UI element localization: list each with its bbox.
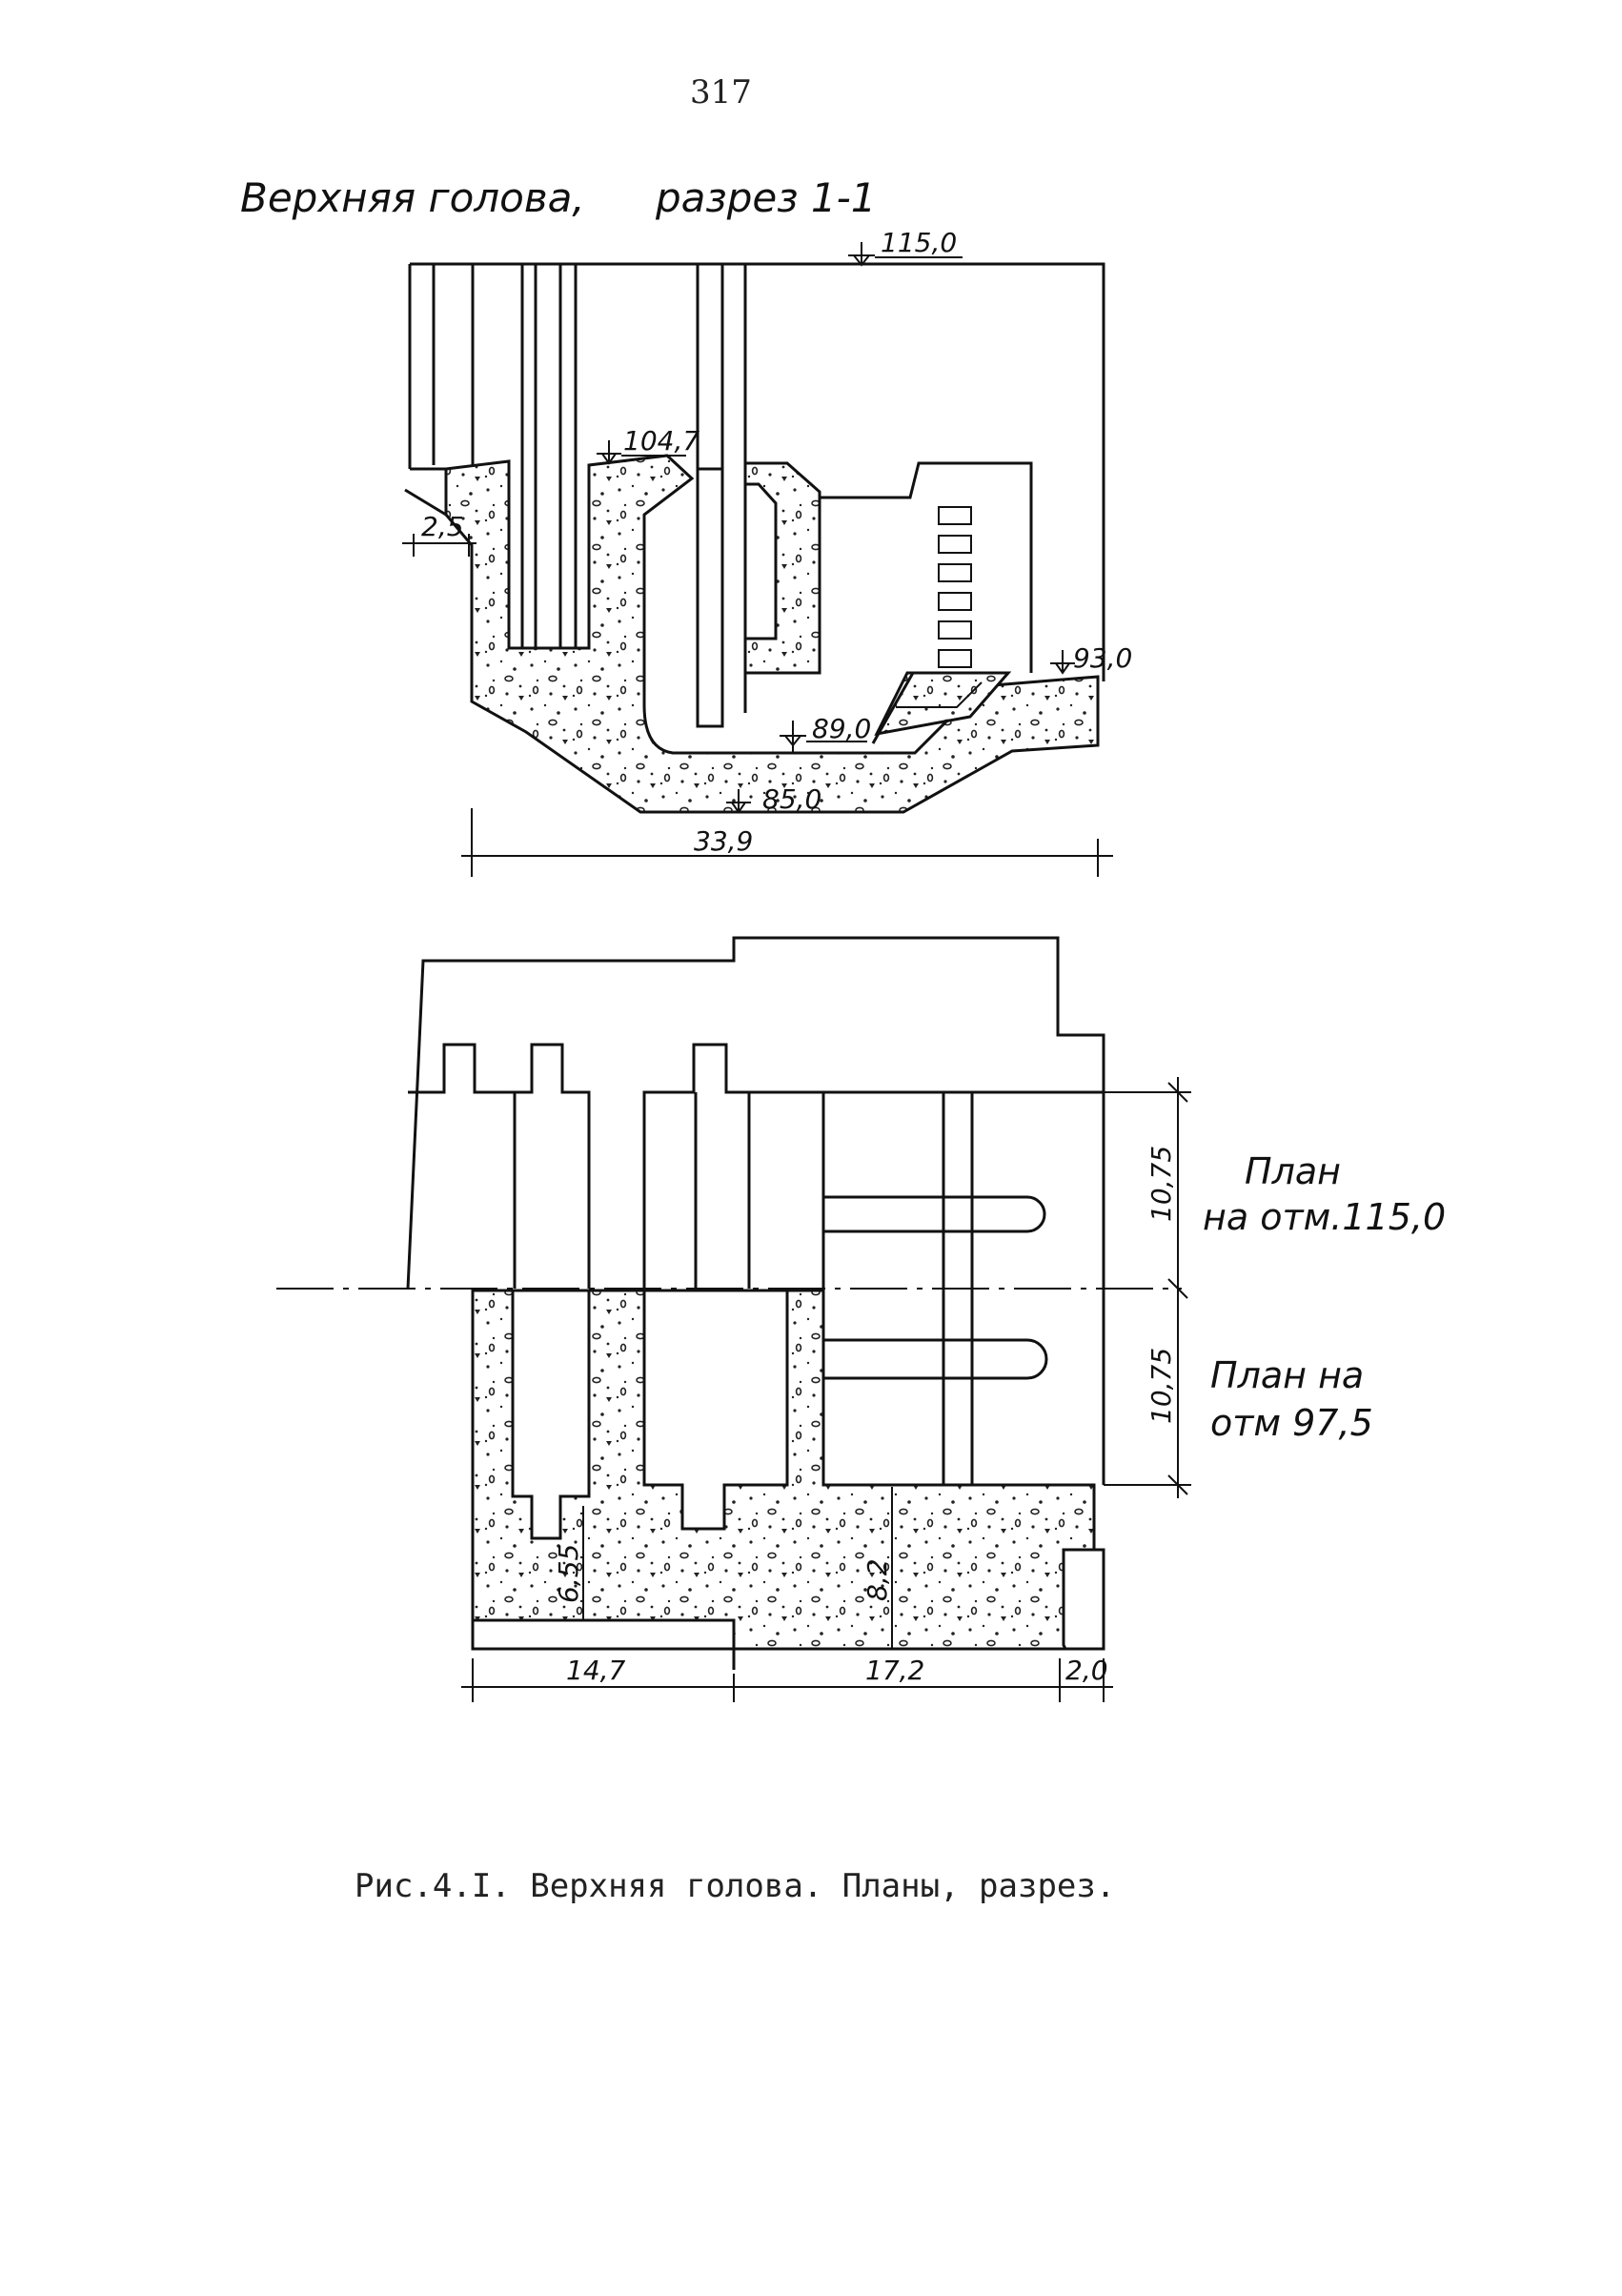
plan-lower-base (471, 1620, 736, 1670)
left-sill (404, 467, 448, 518)
dim-left-label: 2,5 (421, 511, 464, 542)
plan-upper-culvert-slot (823, 1195, 1046, 1233)
dim-line-left (402, 534, 476, 557)
plan-upper-gate-shaft (694, 1092, 751, 1289)
section-title: Верхняя голова, (240, 174, 585, 221)
plan-lower-gate-void-b (642, 1289, 789, 1531)
dim-8-2-label: 8,2 (862, 1558, 893, 1601)
elevation-mark-sill (597, 440, 686, 465)
valve-chamber (820, 461, 1033, 673)
upper-plan-label-2: на отм.115,0 (1203, 1196, 1446, 1238)
elev-sill-label: 104,7 (623, 425, 699, 457)
section-subtitle: разрез 1-1 (655, 174, 877, 221)
section-drawing: 115,0 104,7 93,0 89,0 85,0 2,5 33,9 (402, 227, 1132, 877)
plan-upper-gate-b (642, 1043, 1104, 1289)
dim-6-55-label: 6,55 (553, 1544, 584, 1603)
dim-17-2-label: 17,2 (865, 1655, 924, 1686)
section-wing-wall (743, 461, 821, 675)
plan-lower-culvert-slot (823, 1338, 1048, 1380)
dim-upper-height-label: 10,75 (1146, 1146, 1177, 1222)
culvert-diagonal (871, 672, 915, 744)
dim-2-0-label: 2,0 (1065, 1655, 1108, 1686)
page-number: 317 (690, 73, 752, 112)
elevation-mark-top (848, 242, 963, 267)
elevation-mark-floor (780, 721, 867, 753)
plan-lower-step (1064, 1548, 1105, 1651)
culvert-inner (896, 681, 983, 708)
elevation-mark-bottom (726, 789, 751, 814)
elev-bottom-label: 85,0 (762, 783, 821, 815)
lower-plan-label-1: План на (1210, 1354, 1364, 1396)
section-outline (410, 262, 1105, 681)
gate-shaft-void (696, 467, 724, 728)
elev-top-label: 115,0 (881, 227, 957, 258)
dim-width-label: 33,9 (694, 825, 753, 857)
plan-upper-gate-slots (408, 1043, 591, 1289)
section-concrete-body (444, 454, 1100, 814)
elev-right-label: 93,0 (1073, 642, 1132, 674)
plan-drawing: 6,55 8,2 10,75 10,75 14,7 17,2 2,0 План … (276, 936, 1446, 1702)
dim-lower-height-label: 10,75 (1146, 1348, 1177, 1424)
elev-floor-label: 89,0 (812, 713, 871, 744)
dim-line-width (461, 808, 1113, 877)
upper-plan-label-1: План (1245, 1150, 1341, 1192)
plan-outline (406, 936, 1105, 1485)
elevation-mark-right (1050, 650, 1075, 675)
lower-plan-label-2: отм 97,5 (1210, 1402, 1373, 1444)
figure-caption: Рис.4.I. Верхняя голова. Планы, разрез. (355, 1867, 1115, 1905)
dim-14-7-label: 14,7 (566, 1655, 626, 1686)
dim-right-ticks (1167, 1082, 1188, 1495)
valve-openings (938, 506, 972, 668)
dim-bottom-line (461, 1658, 1113, 1702)
plan-lower-gate-void-a (511, 1289, 591, 1540)
